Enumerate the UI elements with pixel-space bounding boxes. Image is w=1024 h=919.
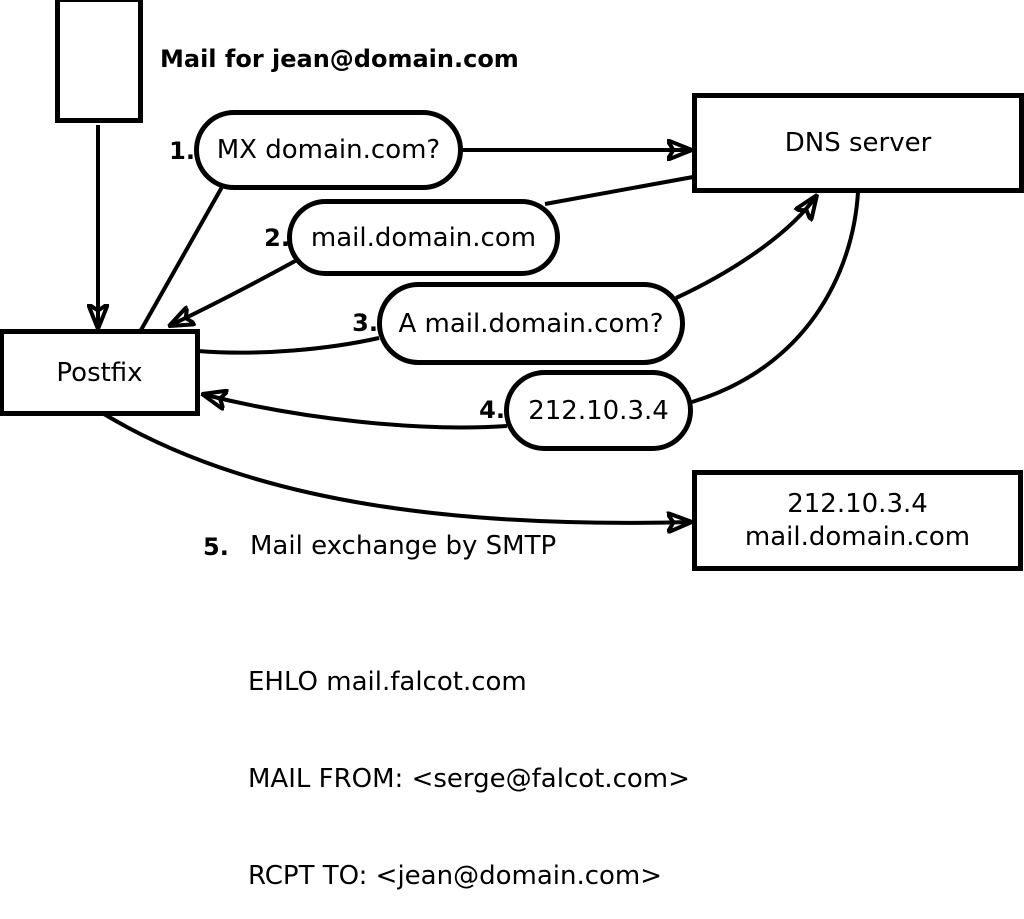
step-1-number: 1. <box>169 137 195 165</box>
step-4-number: 4. <box>479 396 505 424</box>
mail-title: Mail for jean@domain.com <box>160 45 519 73</box>
sender-box <box>55 0 143 123</box>
postfix-box: Postfix <box>0 329 200 416</box>
arrow-reply4-to-postfix <box>202 394 508 430</box>
mailserver-box: 212.10.3.4 mail.domain.com <box>692 470 1023 571</box>
reply-bubble-mailhost: mail.domain.com <box>287 199 560 276</box>
step-5-label: Mail exchange by SMTP <box>250 531 557 561</box>
mailserver-ip: 212.10.3.4 <box>787 488 928 519</box>
step-3-number: 3. <box>352 309 378 337</box>
smtp-line: MAIL FROM: <serge@falcot.com> <box>248 764 690 795</box>
arrow-postfix-to-mailserver <box>102 412 692 523</box>
smtp-session-transcript: EHLO mail.falcot.com MAIL FROM: <serge@f… <box>248 601 690 919</box>
arrow-query3-to-dns <box>675 195 817 300</box>
query-bubble-mx: MX domain.com? <box>194 110 463 190</box>
step-2-number: 2. <box>264 224 290 252</box>
smtp-line: RCPT TO: <jean@domain.com> <box>248 861 663 892</box>
line-postfix-to-query1 <box>139 186 224 331</box>
smtp-line: EHLO mail.falcot.com <box>248 666 527 697</box>
line-dns-to-reply2 <box>544 175 694 206</box>
query-bubble-a-record: A mail.domain.com? <box>377 282 685 365</box>
step-5-number: 5. <box>203 533 229 561</box>
reply-bubble-ip: 212.10.3.4 <box>504 370 693 451</box>
line-dns-to-reply4 <box>691 191 860 404</box>
line-postfix-to-query3 <box>197 336 380 355</box>
dns-server-box: DNS server <box>692 93 1024 193</box>
arrow-reply2-to-postfix <box>169 258 298 326</box>
mailserver-hostname: mail.domain.com <box>744 521 971 552</box>
